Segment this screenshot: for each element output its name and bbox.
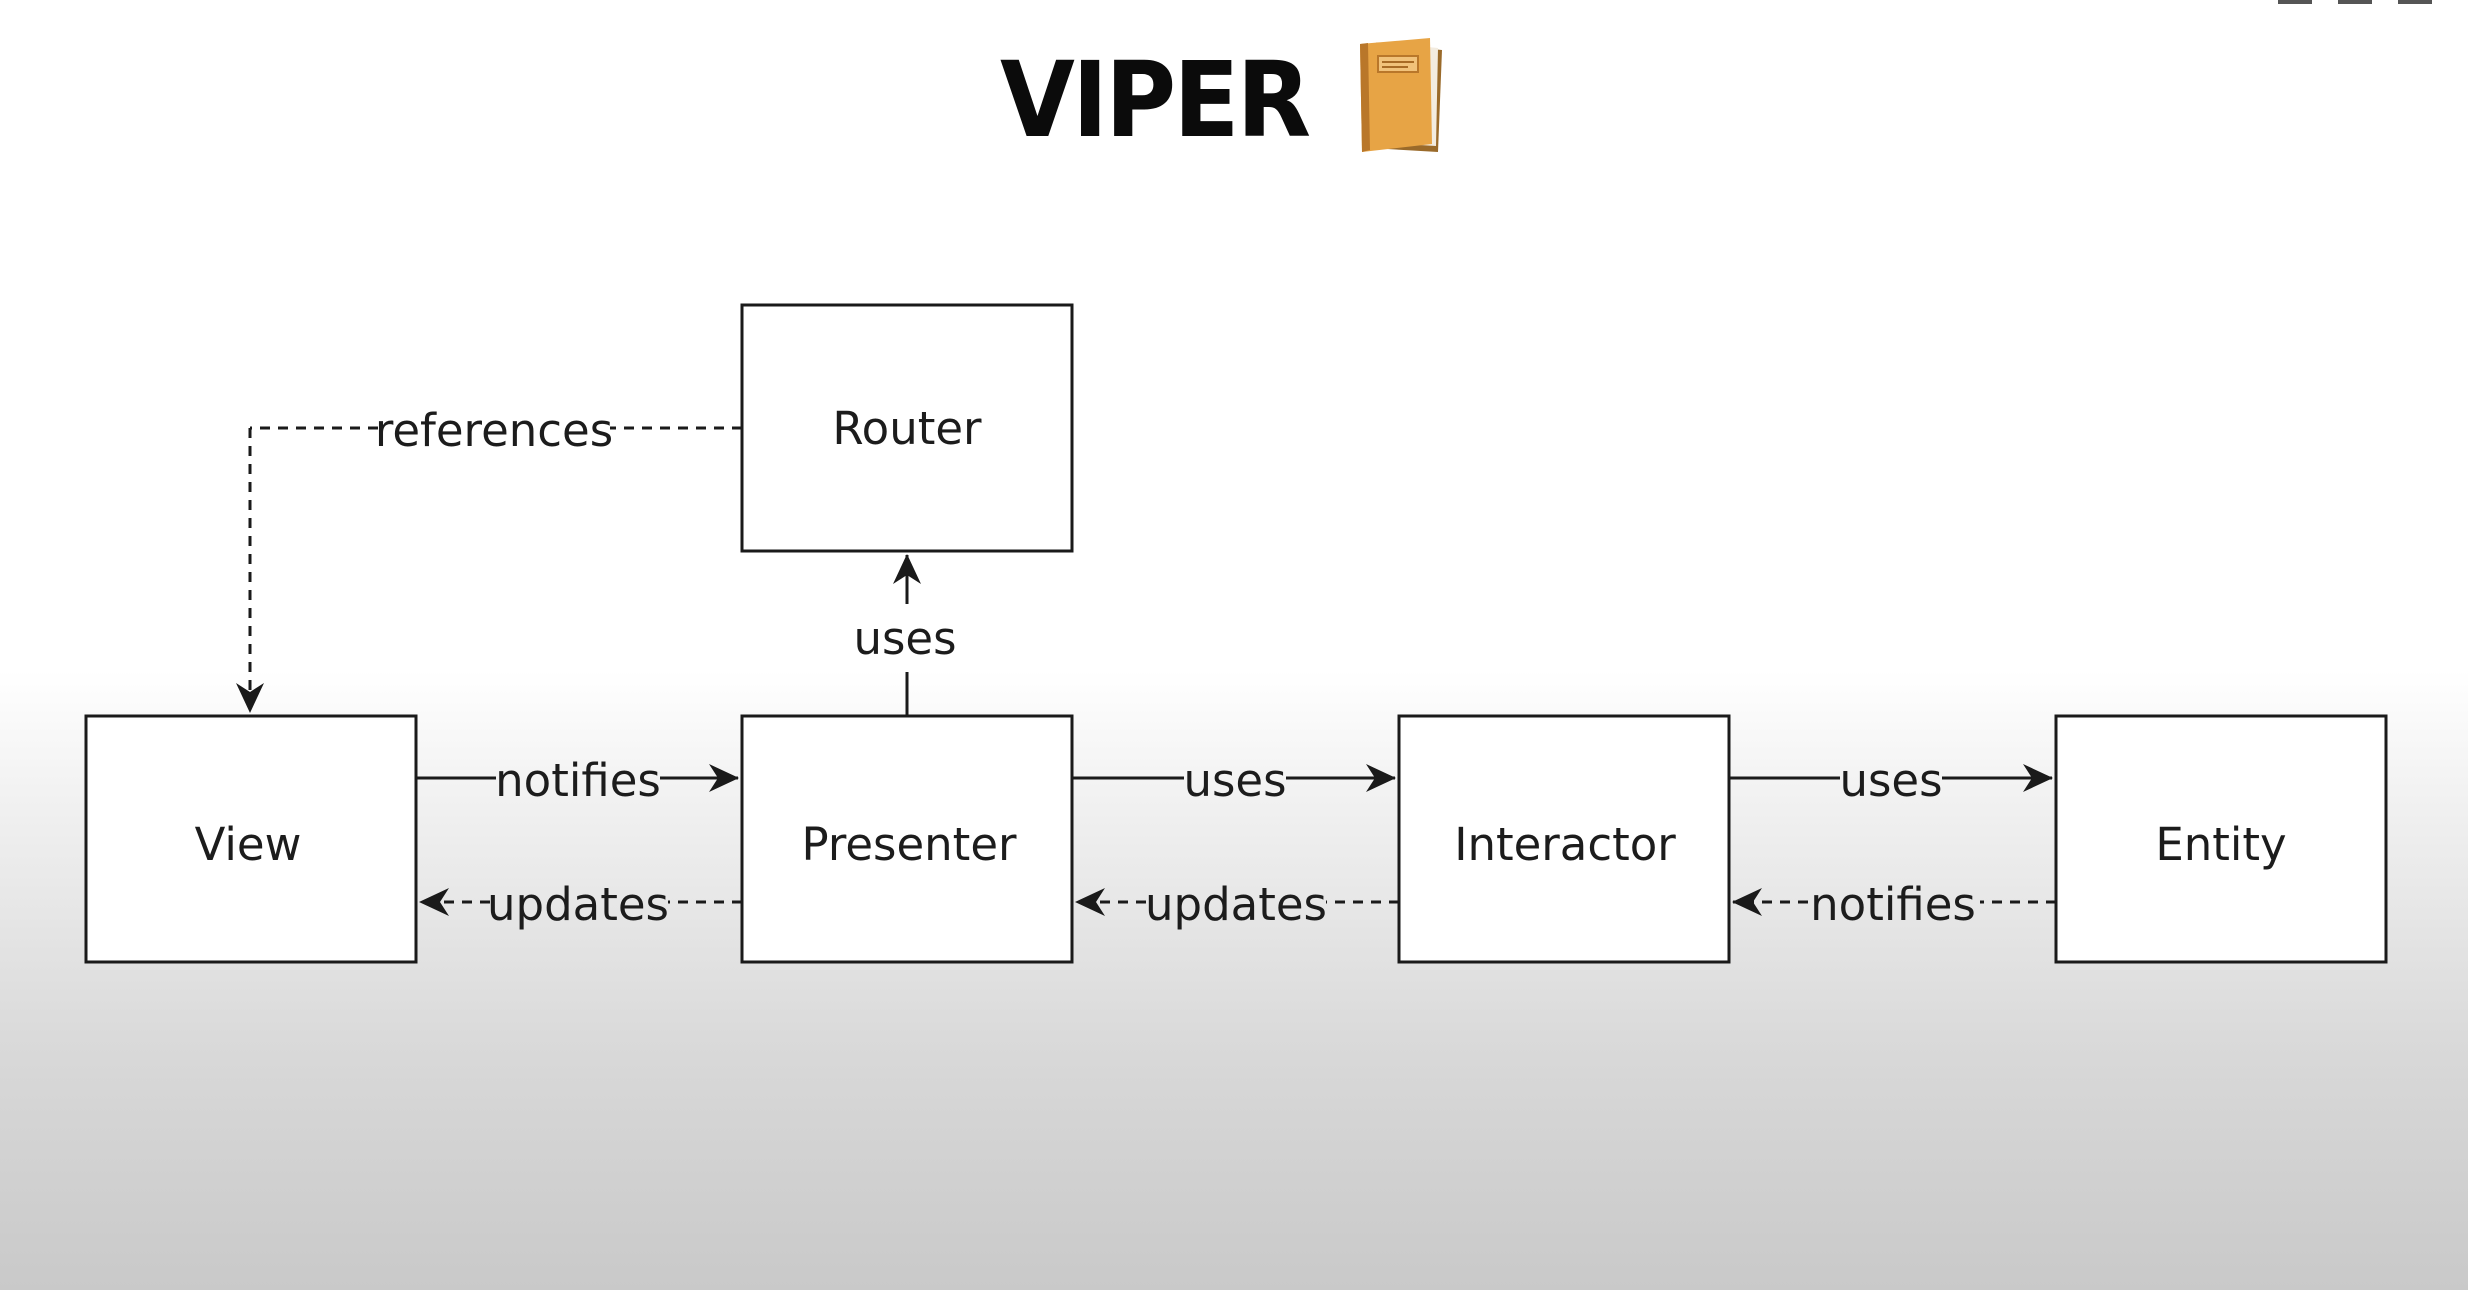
node-entity: Entity [2054,714,2388,964]
interactor-label: Interactor [1454,818,1676,871]
page-title: VIPER [1000,39,1311,161]
presenter-uses-router-label: uses [853,612,956,665]
entity-label: Entity [2155,818,2286,871]
view-label: View [195,818,302,871]
presenter-updates-label: updates [487,878,669,931]
node-view: View [84,714,418,964]
edge-entity-notifies-interactor: notifies [1732,878,2056,931]
entity-notifies-label: notifies [1810,878,1976,931]
ledger-book-icon [1360,38,1442,152]
edge-presenter-updates-view: updates [419,878,742,931]
edge-interactor-uses-entity: uses [1729,754,2053,807]
interactor-uses-entity-label: uses [1839,754,1942,807]
references-label: references [375,404,613,457]
view-notifies-label: notifies [495,754,661,807]
router-label: Router [832,402,982,455]
interactor-updates-label: updates [1145,878,1327,931]
presenter-label: Presenter [801,818,1017,871]
node-interactor: Interactor [1397,714,1731,964]
edge-interactor-updates-presenter: updates [1075,878,1399,931]
presenter-uses-interactor-label: uses [1183,754,1286,807]
window-controls-fragment [2278,0,2432,4]
title-area: VIPER [0,30,2468,170]
node-presenter: Presenter [740,714,1074,964]
edge-view-notifies-presenter: notifies [416,754,739,807]
node-router: Router [740,303,1074,553]
edge-presenter-uses-interactor: uses [1072,754,1396,807]
edge-references: references [236,404,742,713]
edge-presenter-uses-router: uses [853,554,957,716]
